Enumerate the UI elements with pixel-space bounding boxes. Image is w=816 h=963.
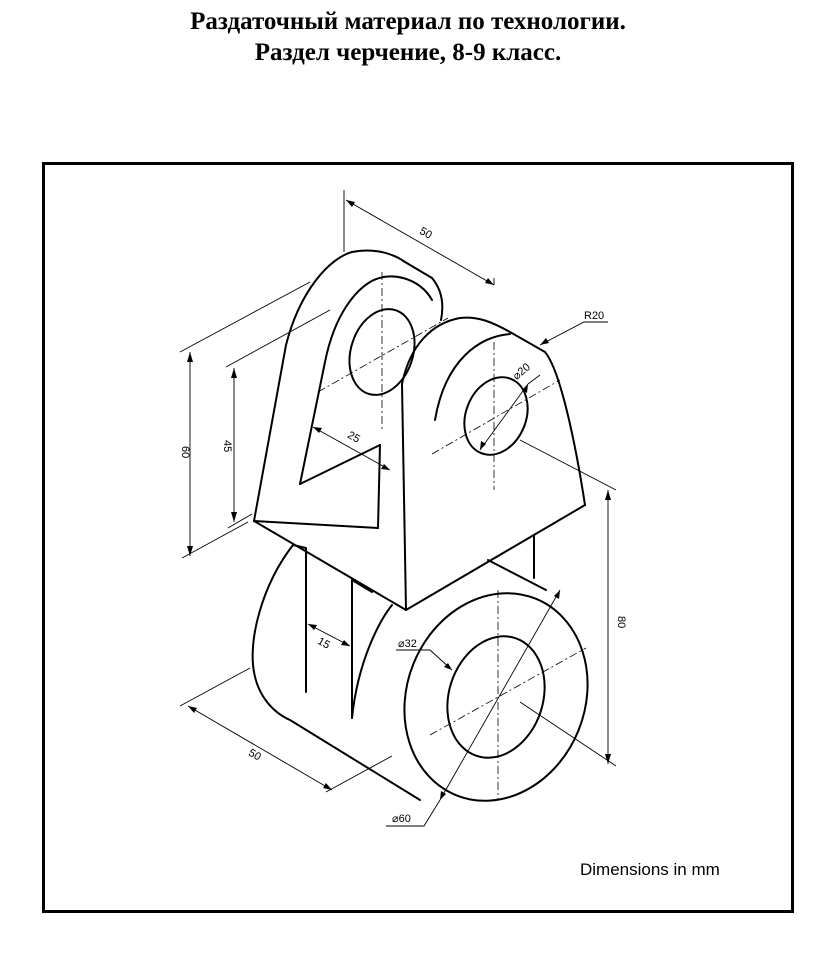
dim-length-bottom: 50 (246, 747, 263, 764)
dim-slot-25: 25 (345, 429, 362, 446)
dim-width-top: 50 (417, 225, 434, 242)
dim-hole-bottom: ⌀32 (398, 638, 417, 650)
dim-height-45: 45 (221, 440, 233, 452)
dim-height-80: 80 (615, 616, 627, 628)
drawing-frame (42, 162, 794, 913)
center-lines (317, 272, 587, 800)
part-outline (251, 249, 589, 802)
page-title: Раздаточный материал по технологии. (190, 8, 626, 35)
dim-web-15: 15 (315, 635, 332, 652)
dimension-arrows (187, 200, 611, 800)
units-note: Dimensions in mm (580, 860, 720, 879)
dim-dia-bottom: ⌀60 (392, 813, 411, 825)
dim-radius: R20 (584, 310, 604, 322)
page-subtitle: Раздел черчение, 8-9 класс. (254, 39, 562, 66)
dim-height-60: 60 (179, 446, 191, 458)
dimension-lines (179, 190, 617, 827)
